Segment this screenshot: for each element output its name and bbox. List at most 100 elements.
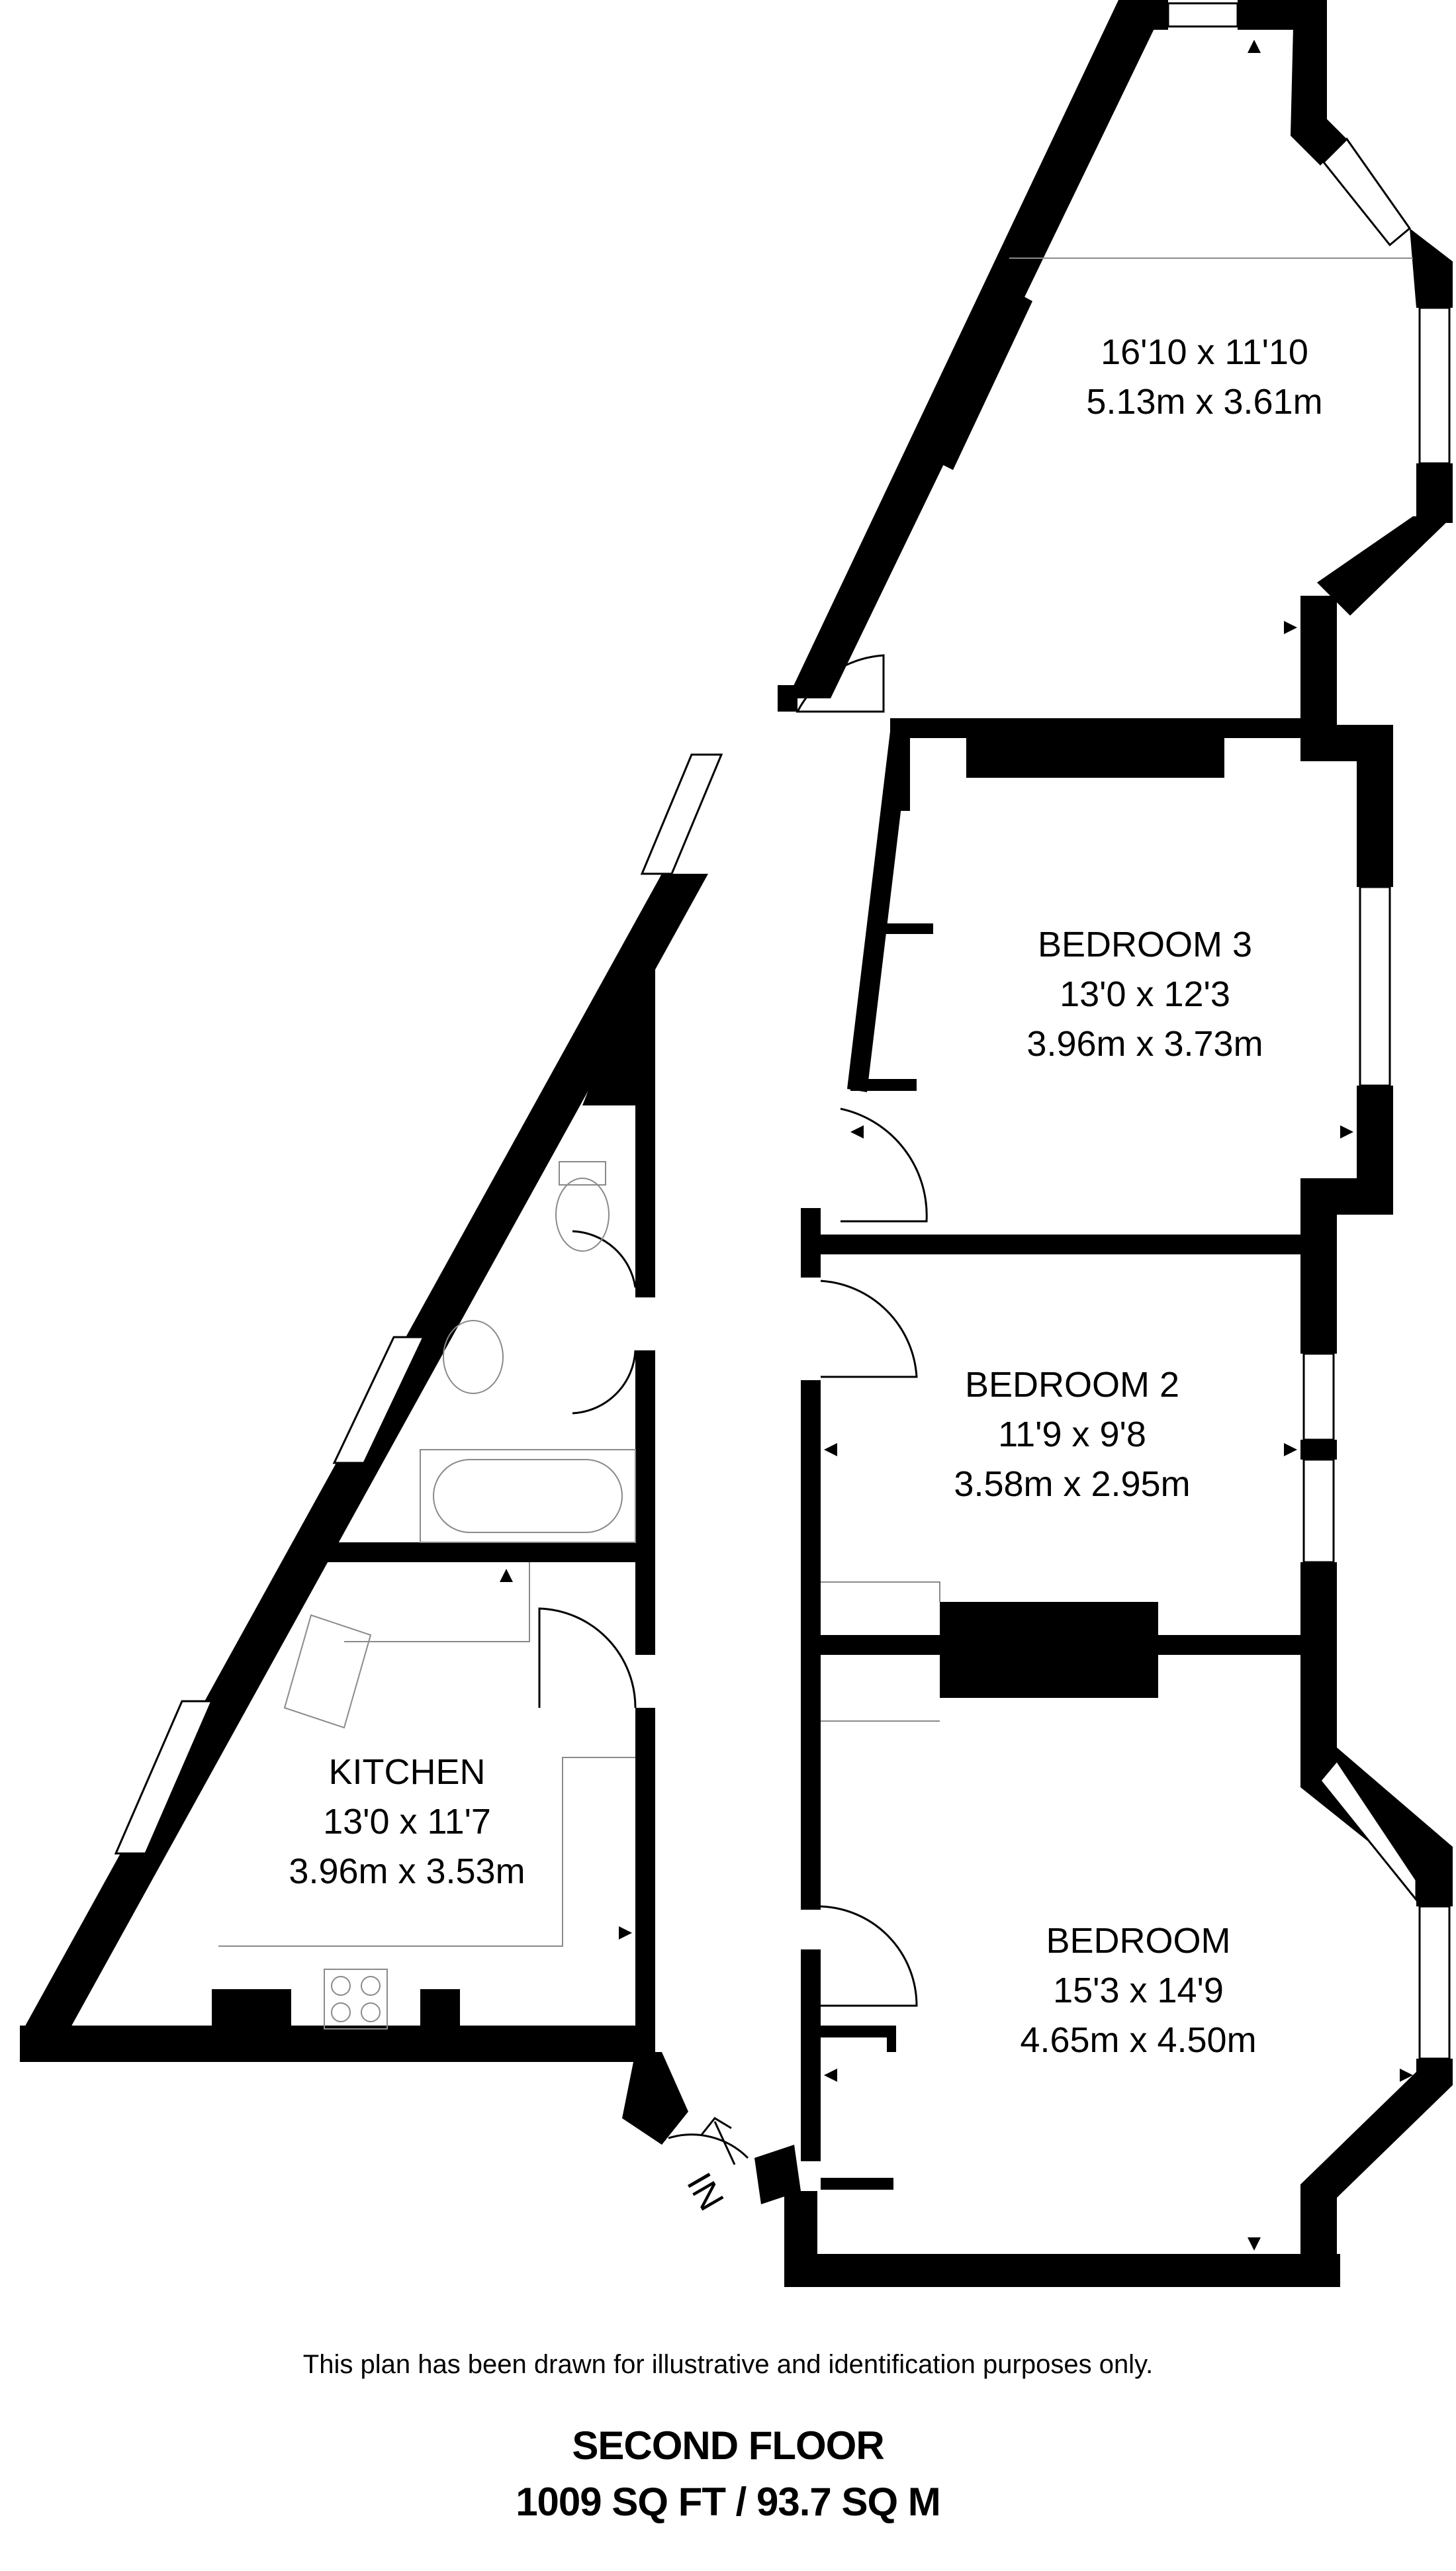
window-diagonal-upper [640, 753, 723, 875]
kitchen-pillar-2 [420, 1989, 460, 2029]
window-diagonal-bath [332, 1336, 426, 1464]
east-wall-bed2-mid [1300, 1440, 1337, 1460]
window-bedroom-bay [1319, 1759, 1418, 1903]
arrow-bed3-left [850, 1125, 864, 1139]
door-kitchen [538, 1607, 637, 1708]
room-bedroom3-label: BEDROOM 3 13'0 x 12'3 3.96m x 3.73m [1026, 925, 1263, 1064]
internal-walls [212, 685, 1337, 2190]
east-wall-bed2-low [1300, 1562, 1337, 1761]
arrow-bed2-left [824, 1443, 837, 1456]
room-bedroom-name: BEDROOM [1046, 1921, 1230, 1961]
east-wall-step [1300, 596, 1337, 748]
room-kitchen-imperial: 13'0 x 11'7 [323, 1802, 491, 1842]
bath-inner [433, 1459, 623, 1533]
wall-bed2-north [821, 1235, 1337, 1254]
wardrobe-divider-1 [874, 923, 933, 934]
wall-hall-east-upper [801, 1208, 821, 1278]
door-entrance [668, 2133, 749, 2159]
kitchen-pillar-1 [212, 1989, 291, 2029]
toilet-cistern [559, 1161, 606, 1186]
window-east-bed2-low [1302, 1458, 1335, 1564]
room-kitchen-metric: 3.96m x 3.53m [289, 1851, 525, 1891]
north-wall-reception [1118, 0, 1168, 30]
northeast-wall [1291, 0, 1347, 165]
room-kitchen-label: KITCHEN 13'0 x 11'7 3.96m x 3.53m [289, 1752, 525, 1891]
east-bay-bottom [1317, 516, 1453, 616]
chimney-breast-upper [913, 281, 1032, 470]
room-reception-imperial: 16'10 x 11'10 [1101, 332, 1308, 372]
entrance-label: IN [679, 2167, 731, 2218]
toilet [555, 1178, 610, 1252]
entrance-wall-right [754, 2145, 801, 2204]
arrow-reception-top [1248, 40, 1261, 53]
wall-bath-kitchen [321, 1542, 645, 1562]
room-reception-label: 16'10 x 11'10 5.13m x 3.61m [1086, 332, 1322, 422]
wall-hall-east-low [801, 1949, 821, 2161]
east-bay-top [1410, 228, 1453, 308]
room-bedroom-metric: 4.65m x 4.50m [1020, 2020, 1256, 2060]
chimney-bed2 [940, 1602, 1158, 1698]
wardrobe-bedroom-wall-2 [821, 2178, 893, 2190]
wall-bath-east-low [635, 1350, 655, 1655]
entrance-wall-left [622, 2052, 688, 2145]
door-bed2 [820, 1280, 918, 1378]
south-wall-main [784, 2254, 1340, 2287]
floor-area: 1009 SQ FT / 93.7 SQ M [516, 2480, 941, 2524]
door-bedroom [820, 1905, 918, 2007]
windows [114, 2, 1451, 2060]
disclaimer: This plan has been drawn for illustrativ… [302, 2350, 1154, 2379]
window-east-bedroom [1418, 1905, 1451, 2060]
basin [443, 1320, 504, 1394]
arrow-kitchen-top [500, 1569, 513, 1582]
wardrobe-bedroom-side [887, 2026, 896, 2052]
wall-kitchen-east [635, 1708, 655, 2052]
room-bedroom-imperial: 15'3 x 14'9 [1053, 1971, 1224, 2010]
wardrobe-divider-2 [850, 1079, 917, 1091]
kitchen-worktop [218, 1757, 635, 1947]
room-kitchen-name: KITCHEN [328, 1752, 485, 1792]
window-east-reception [1418, 306, 1451, 465]
arrow-bed3-right [1340, 1125, 1353, 1139]
wall-bed3-north-thick [966, 728, 1224, 778]
room-bedroom3-name: BEDROOM 3 [1038, 925, 1252, 964]
hob-ring-3 [331, 2002, 351, 2022]
east-wall-bed2 [1300, 1178, 1337, 1354]
floor-name: SECOND FLOOR [572, 2423, 884, 2468]
wall-reception-stub [778, 685, 797, 712]
door-bath-upper [572, 1230, 637, 1288]
entrance-arrow [700, 2117, 736, 2165]
window-diagonal-kitchen [114, 1700, 214, 1855]
arrow-bedroom-bottom [1248, 2237, 1261, 2251]
room-bedroom-label: BEDROOM 15'3 x 14'9 4.65m x 4.50m [1020, 1921, 1256, 2060]
east-bay-bed-bottom [1300, 2059, 1453, 2287]
wall-hall-east [801, 1380, 821, 1910]
arrow-reception-right [1284, 621, 1297, 634]
east-wall-reception [1416, 463, 1453, 523]
room-bedroom2-name: BEDROOM 2 [965, 1365, 1179, 1405]
room-reception-metric: 5.13m x 3.61m [1086, 382, 1322, 422]
arrow-bedroom-right [1400, 2069, 1413, 2082]
room-bedroom3-metric: 3.96m x 3.73m [1026, 1024, 1263, 1064]
fixtures [218, 257, 1413, 2030]
bath [420, 1449, 636, 1543]
door-reception [796, 654, 885, 713]
arrow-reception-left [831, 621, 844, 634]
hob [324, 1969, 388, 2030]
east-wall-bed3 [1357, 725, 1393, 887]
kitchen-sink [283, 1614, 372, 1729]
window-northeast [1322, 137, 1412, 247]
doors [538, 654, 928, 2159]
wall-bath-east [635, 1105, 655, 1297]
room-bedroom2-imperial: 11'9 x 9'8 [998, 1415, 1146, 1454]
hob-ring-4 [361, 2002, 381, 2022]
chimney-breast-lower [582, 920, 655, 1105]
room-bedroom2-label: BEDROOM 2 11'9 x 9'8 3.58m x 2.95m [954, 1365, 1190, 1504]
room-bedroom2-metric: 3.58m x 2.95m [954, 1464, 1190, 1504]
arrow-kitchen-right [619, 1926, 632, 1940]
hob-ring-1 [331, 1976, 351, 1996]
north-wall-right [1238, 0, 1294, 30]
arrow-bedroom-left [824, 2069, 837, 2082]
wardrobe-wall-bed3 [847, 731, 910, 1092]
window-north [1167, 2, 1239, 28]
window-east-bed2 [1302, 1352, 1335, 1441]
